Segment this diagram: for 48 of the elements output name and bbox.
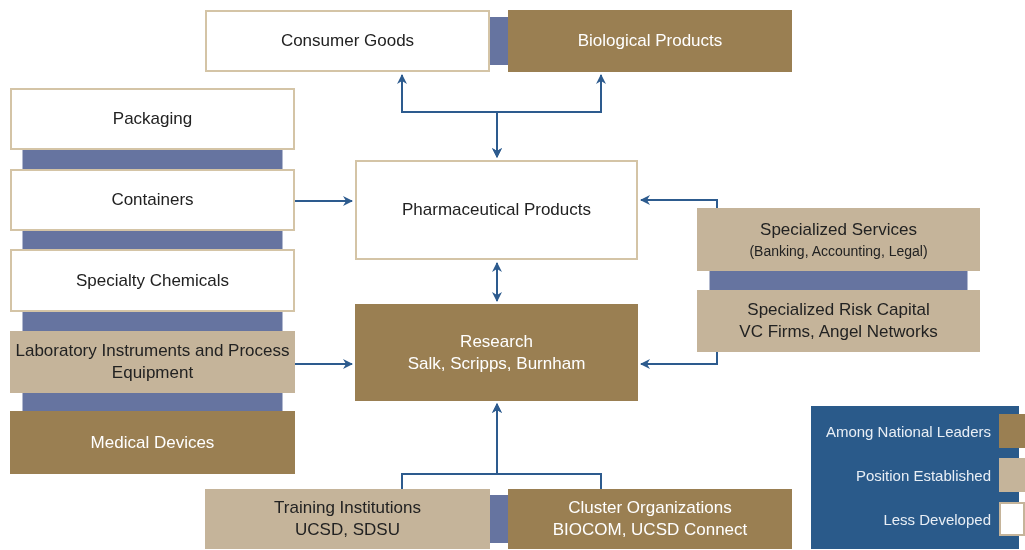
connector-bar [22, 312, 283, 331]
arrow [640, 195, 718, 209]
arrow [294, 196, 353, 206]
box-label: Biological Products [577, 30, 723, 52]
process-box [508, 10, 792, 72]
legend-label: Less Developed [883, 510, 991, 528]
process-box [10, 88, 295, 150]
process-box [508, 489, 792, 549]
box-subtext: VC Firms, Angel Networks [739, 321, 938, 343]
box-label: Specialized Services [760, 218, 917, 241]
arrow [640, 351, 718, 369]
box-label: Cluster Organizations [568, 497, 732, 519]
arrow [492, 403, 602, 490]
box-subtext: Salk, Scripps, Burnham [407, 352, 586, 375]
box-label: Training Institutions [274, 497, 421, 519]
process-box [10, 331, 295, 393]
process-box [697, 290, 980, 352]
connector-bar [22, 231, 283, 249]
process-box [355, 160, 638, 260]
arrow [492, 74, 606, 158]
box-label: Research [460, 330, 533, 353]
process-box [697, 208, 980, 271]
process-box [10, 411, 295, 474]
arrow [294, 359, 353, 369]
process-box [10, 249, 295, 312]
box-label: Specialized Risk Capital [747, 299, 930, 321]
connector-bar [490, 495, 508, 543]
box-label: Medical Devices [90, 431, 215, 454]
process-box [205, 10, 490, 72]
box-label: Specialty Chemicals [75, 269, 230, 292]
process-box [205, 489, 490, 549]
box-label: Consumer Goods [280, 30, 415, 52]
process-box [10, 169, 295, 231]
legend-label: Among National Leaders [825, 422, 991, 440]
connector-bar [709, 271, 968, 290]
connector-bar [22, 393, 283, 411]
process-box [355, 304, 638, 401]
box-label: Containers [111, 189, 194, 211]
arrow [492, 262, 502, 302]
legend-label: Position Established [855, 466, 991, 484]
connector-bar [22, 150, 283, 169]
box-label: Pharmaceutical Products [402, 199, 591, 221]
box-label: Packaging [112, 108, 193, 130]
box-subtext: UCSD, SDSU [295, 519, 400, 541]
connector-bar [490, 17, 508, 65]
box-subtext: (Banking, Accounting, Legal) [749, 241, 928, 261]
box-label: Laboratory Instruments and Process Equipment [14, 340, 291, 384]
box-subtext: BIOCOM, UCSD Connect [552, 519, 748, 541]
